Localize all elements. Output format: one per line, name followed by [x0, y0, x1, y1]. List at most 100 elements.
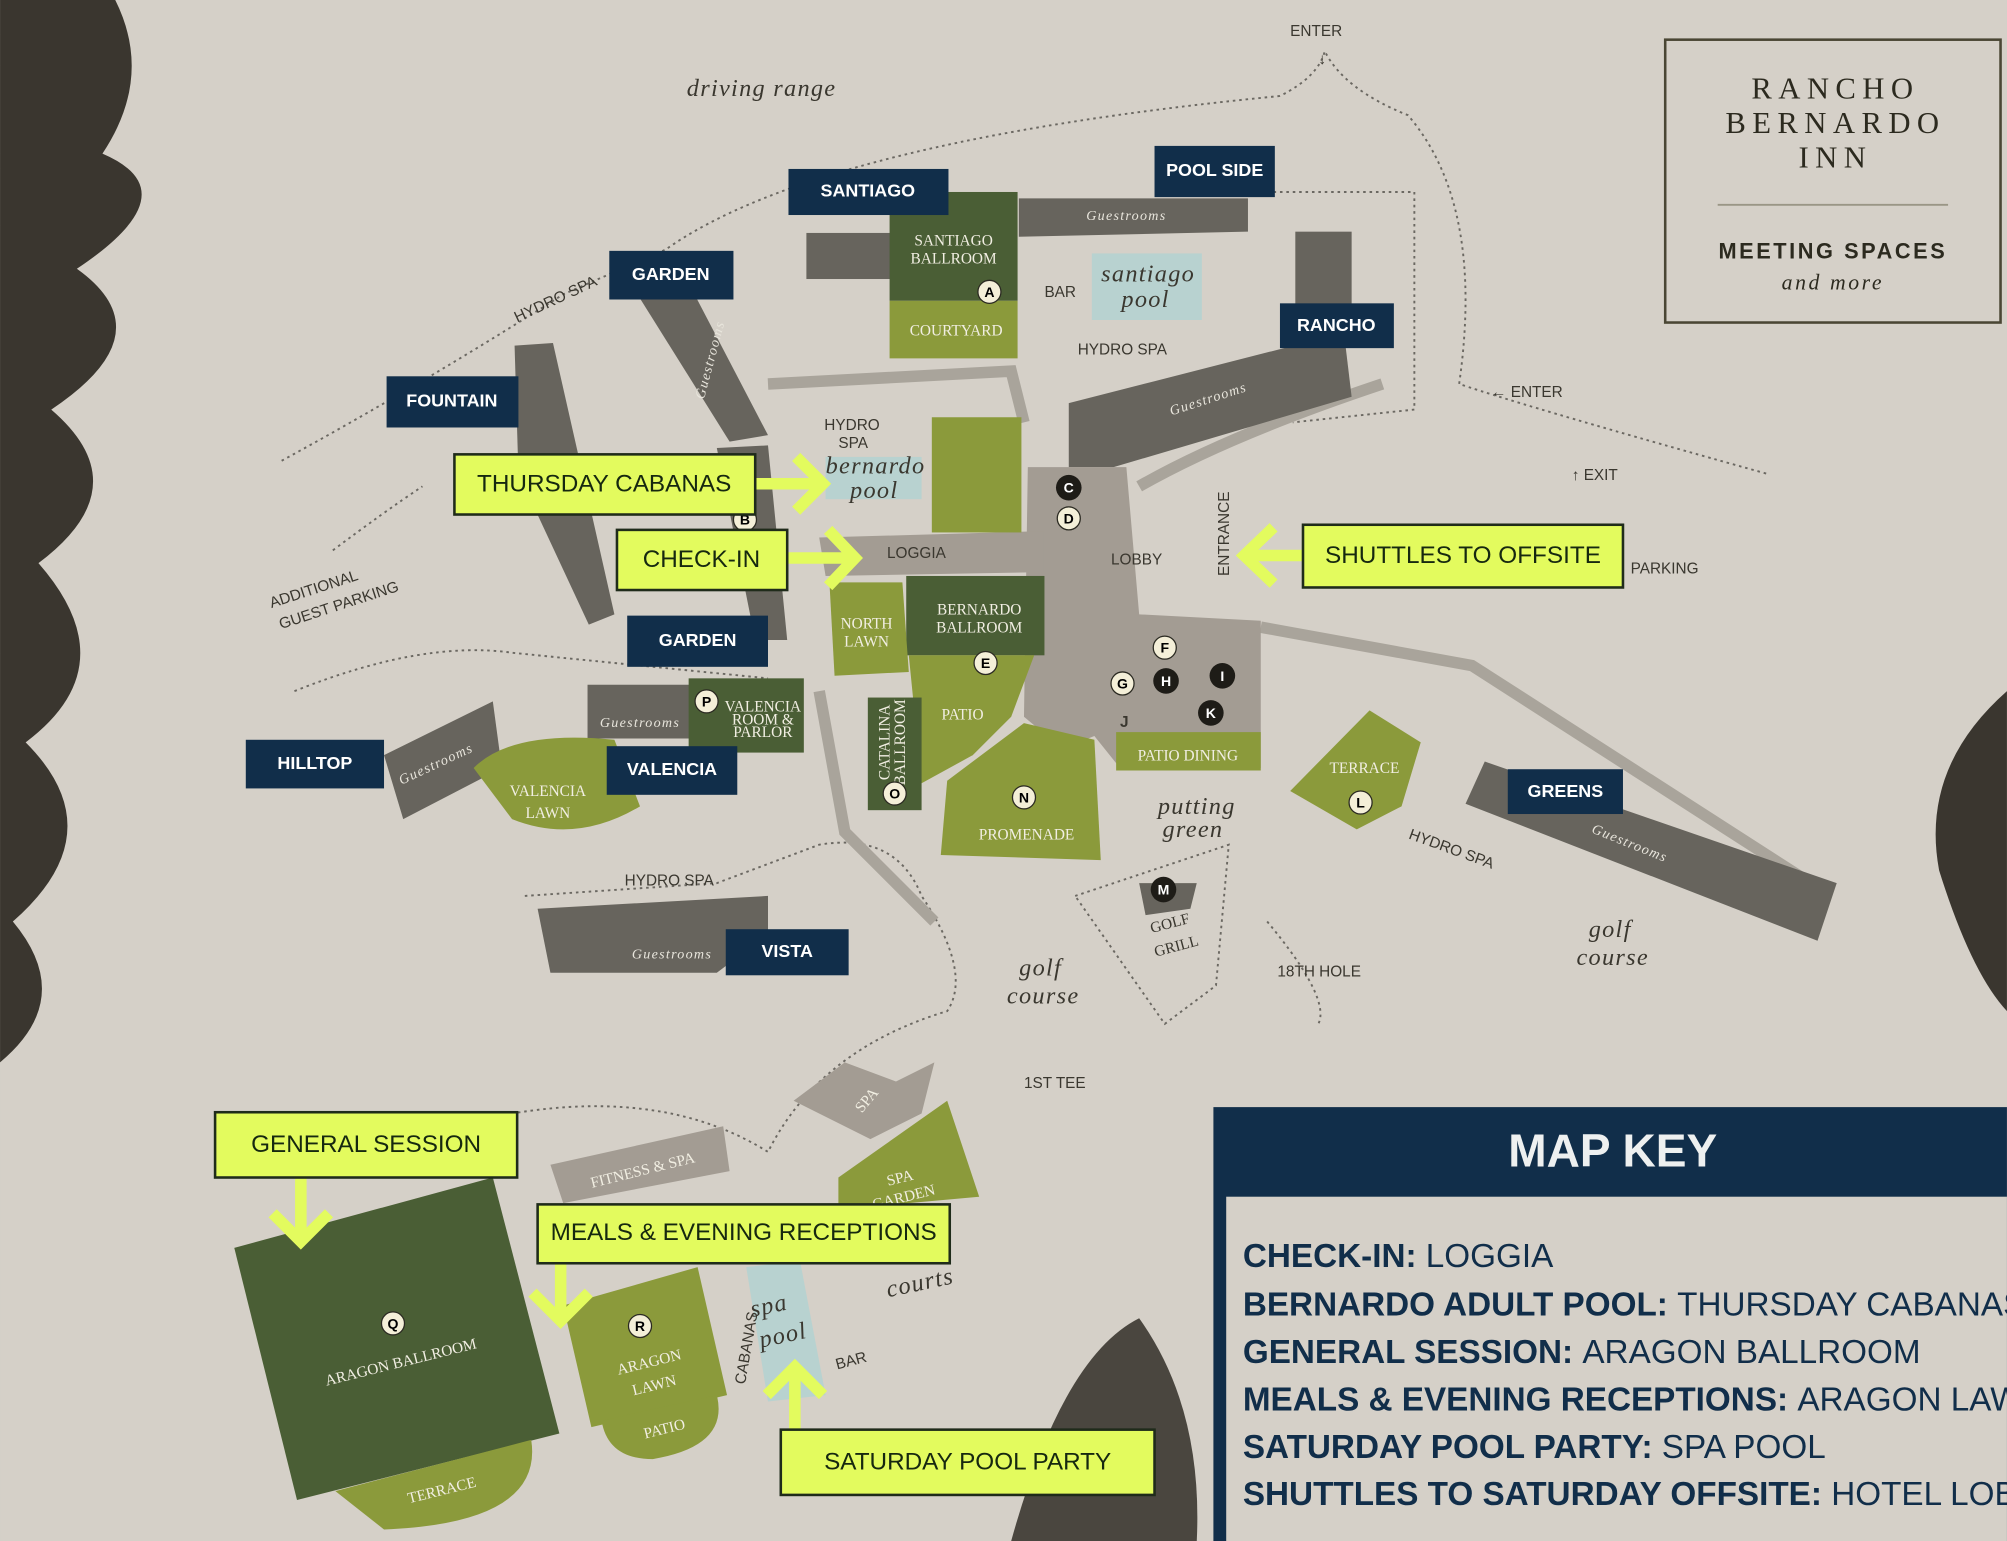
callout-shuttles: SHUTTLES TO OFFSITE [1301, 523, 1625, 589]
svg-text:pool: pool [848, 477, 898, 504]
svg-text:P: P [702, 693, 711, 709]
marker-c: C [1055, 474, 1082, 501]
label-spa-garden: SPA [885, 1167, 915, 1190]
svg-text:FOUNTAIN: FOUNTAIN [406, 391, 497, 411]
svg-text:BALLROOM: BALLROOM [911, 251, 997, 268]
label-valencia-room: VALENCIA [725, 699, 801, 716]
key-row-bernardo-pool: BERNARDO ADULT POOL: THURSDAY CABANAS [1243, 1287, 2007, 1324]
label-loggia: LOGGIA [887, 545, 947, 562]
label-enter-top: ENTER [1290, 23, 1342, 40]
marker-a: A [977, 279, 1002, 304]
svg-text:Q: Q [388, 1315, 399, 1331]
svg-text:THURSDAY CABANAS: THURSDAY CABANAS [477, 471, 731, 498]
svg-text:RANCHO: RANCHO [1751, 72, 1919, 106]
area-label-rancho: RANCHO [1279, 303, 1394, 349]
key-row-meals: MEALS & EVENING RECEPTIONS: ARAGON LAWN [1243, 1381, 2007, 1418]
svg-text:course: course [1576, 944, 1648, 971]
callout-general-session: GENERAL SESSION [213, 1110, 519, 1179]
label-driving-range: driving range [687, 75, 837, 102]
svg-text:M: M [1158, 882, 1170, 898]
label-terrace: TERRACE [1329, 760, 1399, 777]
svg-text:I: I [1220, 668, 1224, 684]
svg-text:F: F [1160, 640, 1169, 656]
label-guestrooms: Guestrooms [1086, 208, 1166, 224]
svg-text:H: H [1161, 673, 1171, 689]
svg-text:Guestrooms: Guestrooms [632, 947, 712, 963]
svg-text:SATURDAY POOL PARTY: SATURDAY POOL PARTY [824, 1448, 1111, 1475]
marker-r: R [627, 1313, 653, 1339]
svg-text:SHUTTLES TO OFFSITE: SHUTTLES TO OFFSITE [1325, 542, 1601, 569]
label-bar: BAR [1044, 284, 1076, 301]
callout-check-in: CHECK-IN [615, 528, 789, 592]
map-key: MAP KEY CHECK-IN: LOGGIA BERNARDO ADULT … [1213, 1107, 2007, 1541]
svg-text:CHECK-IN: CHECK-IN [643, 546, 760, 573]
marker-i: I [1209, 662, 1236, 689]
svg-text:GARDEN: GARDEN [659, 630, 737, 650]
marker-p: P [694, 689, 719, 714]
svg-text:C: C [1064, 480, 1074, 496]
svg-text:GARDEN: GARDEN [632, 264, 710, 284]
marker-k: K [1198, 700, 1224, 726]
area-label-pool-side: POOL SIDE [1154, 145, 1275, 198]
arrow-down-icon [528, 1263, 593, 1330]
marker-n: N [1011, 785, 1037, 810]
svg-text:B: B [740, 512, 750, 528]
arrow-right-icon [787, 525, 863, 591]
label-exit: ↑ EXIT [1572, 467, 1619, 484]
svg-text:G: G [1117, 675, 1128, 691]
marker-m: M [1150, 876, 1177, 903]
marker-f: F [1152, 635, 1177, 660]
svg-text:INN: INN [1799, 141, 1873, 175]
svg-text:A: A [984, 284, 994, 300]
label-enter-right: ← ENTER [1491, 384, 1563, 401]
area-label-garden-top: GARDEN [609, 250, 734, 300]
label-catalina-ballroom: CATALINA [877, 705, 894, 780]
area-label-vista: VISTA [725, 929, 849, 976]
svg-text:LAWN: LAWN [844, 633, 889, 650]
label-bernardo-pool: bernardo [826, 453, 926, 480]
key-row-check-in: CHECK-IN: LOGGIA [1243, 1238, 1554, 1275]
callout-thursday-cabanas: THURSDAY CABANAS [453, 453, 757, 516]
key-row-pool-party: SATURDAY POOL PARTY: SPA POOL [1243, 1429, 1826, 1466]
label-patio-dining: PATIO DINING [1138, 747, 1238, 764]
label-entrance: ENTRANCE [1216, 492, 1233, 576]
svg-text:R: R [635, 1318, 645, 1334]
svg-text:BALLROOM: BALLROOM [936, 619, 1022, 636]
label-hydro-spa: HYDRO SPA [1078, 342, 1168, 359]
foliage-left [0, 0, 142, 1063]
svg-text:VALENCIA: VALENCIA [627, 759, 717, 779]
area-label-garden-mid: GARDEN [627, 615, 768, 667]
callout-pool-party: SATURDAY POOL PARTY [779, 1428, 1156, 1497]
arrow-right-icon [755, 452, 832, 515]
key-row-general-session: GENERAL SESSION: ARAGON BALLROOM [1243, 1334, 1921, 1371]
area-label-hilltop: HILLTOP [245, 739, 385, 789]
marker-o: O [882, 781, 907, 806]
svg-text:VISTA: VISTA [761, 941, 812, 961]
location-markers: A B C D E F G H I K L M N O P Q R [380, 279, 1373, 1339]
svg-text:HILLTOP: HILLTOP [277, 753, 352, 773]
marker-l: L [1348, 790, 1373, 815]
label-bernardo-ballroom: BERNARDO [937, 601, 1021, 618]
label-parking: PARKING [1631, 560, 1699, 577]
logo-box: RANCHO BERNARDO INN MEETING SPACES and m… [1663, 38, 2002, 324]
svg-text:D: D [1064, 510, 1074, 526]
paths [281, 48, 1834, 1154]
svg-text:GENERAL SESSION: GENERAL SESSION [251, 1131, 481, 1158]
svg-text:HYDRO SPA: HYDRO SPA [625, 873, 715, 890]
arrow-up-icon [762, 1358, 828, 1430]
svg-text:MEALS & EVENING RECEPTIONS: MEALS & EVENING RECEPTIONS [551, 1219, 937, 1246]
svg-text:L: L [1356, 794, 1365, 810]
svg-text:MEETING SPACES: MEETING SPACES [1718, 239, 1947, 264]
label-golf-course: golf [1019, 954, 1064, 981]
foliage-right [1935, 691, 2007, 1012]
svg-text:LAWN: LAWN [525, 805, 570, 822]
callout-arrows [268, 452, 1303, 1430]
svg-text:POOL SIDE: POOL SIDE [1166, 160, 1263, 180]
svg-text:ROOM &: ROOM & [732, 711, 794, 728]
label-valencia-lawn: VALENCIA [510, 783, 586, 800]
svg-text:HYDRO: HYDRO [824, 417, 879, 434]
svg-text:BALLROOM: BALLROOM [892, 699, 909, 785]
venues [234, 191, 1421, 1530]
label-promenade: PROMENADE [979, 827, 1074, 844]
